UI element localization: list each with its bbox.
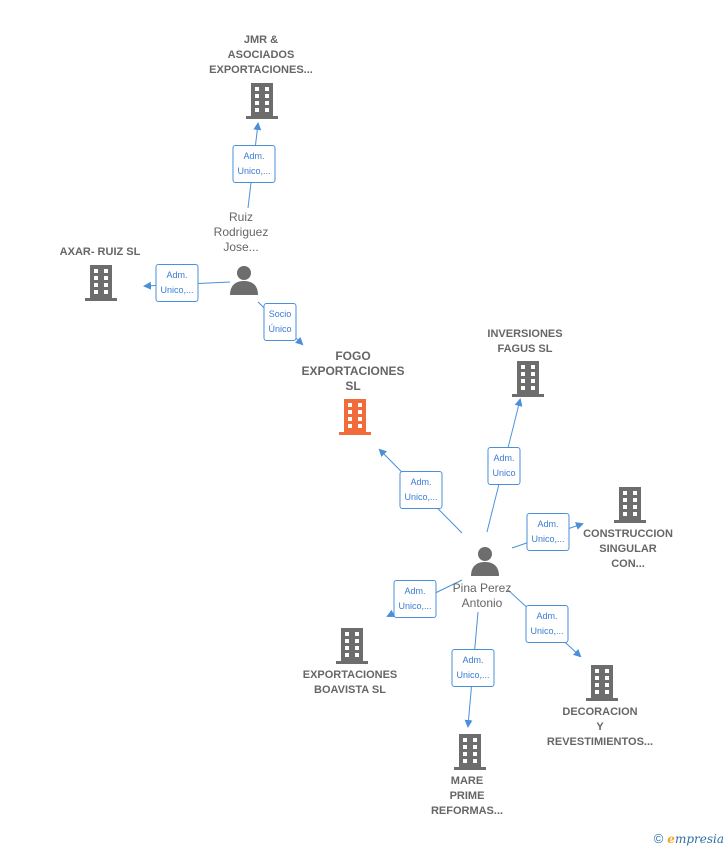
building-icon-inversiones[interactable]	[512, 361, 544, 397]
building-icon-jmr[interactable]	[246, 83, 278, 119]
building-icon-mare[interactable]	[454, 734, 486, 770]
company-label-construccion: CONSTRUCCION SINGULAR CON...	[583, 528, 673, 570]
building-icon-fogo[interactable]	[339, 399, 371, 435]
building-icon-decoracion[interactable]	[586, 665, 618, 701]
company-label-jmr: JMR & ASOCIADOS EXPORTACIONES...	[209, 34, 313, 76]
company-label-decoracion: DECORACION Y REVESTIMIENTOS...	[546, 706, 654, 748]
person-icon-ruiz[interactable]	[229, 265, 259, 295]
copyright-icon: ©	[653, 831, 664, 846]
edge-label-ruiz-jmr[interactable]: Adm.Unico,...	[232, 145, 276, 183]
footer-brand: ©empresia	[654, 831, 724, 846]
company-label-boavista: EXPORTACIONES BOAVISTA SL	[302, 669, 398, 696]
company-label-fogo: FOGO EXPORTACIONES SL	[301, 349, 405, 393]
building-icon-axar[interactable]	[85, 265, 117, 301]
brand-initial: e	[667, 832, 675, 846]
building-icon-construccion[interactable]	[614, 487, 646, 523]
building-icon-boavista[interactable]	[336, 628, 368, 664]
company-label-inversiones: INVERSIONES FAGUS SL	[487, 328, 563, 355]
brand-name: mpresia	[674, 832, 724, 846]
edge-label-pina-fogo[interactable]: Adm.Unico,...	[399, 471, 443, 509]
edge-label-pina-construccion[interactable]: Adm.Unico,...	[526, 513, 570, 551]
edge-label-pina-mare[interactable]: Adm.Unico,...	[451, 649, 495, 687]
edge-label-pina-inversiones[interactable]: Adm.Unico	[487, 447, 521, 485]
company-label-axar: AXAR- RUIZ SL	[59, 246, 141, 258]
person-label-pina: Pina Perez Antonio	[452, 581, 512, 610]
edge-label-ruiz-axar[interactable]: Adm.Unico,...	[155, 264, 199, 302]
person-icon-pina[interactable]	[470, 546, 500, 576]
company-label-mare: MARE PRIME REFORMAS...	[430, 775, 504, 817]
person-label-ruiz: Ruiz Rodriguez Jose...	[213, 210, 269, 254]
edge-label-pina-decoracion[interactable]: Adm.Unico,...	[525, 605, 569, 643]
edge-label-pina-boavista[interactable]: Adm.Unico,...	[393, 580, 437, 618]
